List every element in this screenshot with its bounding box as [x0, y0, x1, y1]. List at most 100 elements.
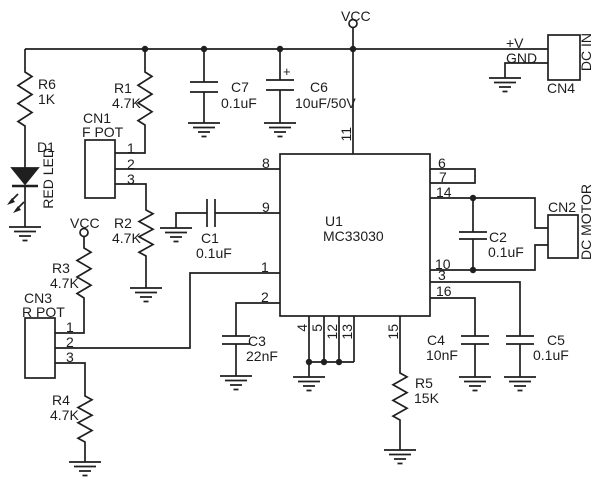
ic-pin6-label: 6: [438, 155, 446, 171]
ic-part: MC33030: [323, 228, 384, 244]
r1-value: 4.7K: [112, 95, 141, 111]
wire-ic-pin14-cn2: [430, 197, 548, 229]
d1-desc: RED LED: [40, 148, 56, 209]
resistor-r4: [55, 362, 94, 462]
ground-symbol: [488, 77, 522, 93]
r5-value: 15K: [414, 390, 439, 406]
connector-cn4-box: [547, 34, 581, 81]
ground-symbol: [68, 461, 102, 477]
ground-symbol: [8, 226, 42, 242]
cn4-ref: CN4: [547, 80, 576, 96]
led-d1-icon: [7, 167, 40, 227]
cn1-pin1-label: 1: [127, 140, 135, 156]
resistor-r1: [115, 49, 154, 154]
ground-symbol: [129, 287, 163, 303]
wire-cn4-gnd: [504, 62, 548, 78]
capacitor-c7-icon: [190, 49, 218, 123]
ic-pin2-label: 2: [261, 289, 269, 305]
wire-ic-pin10-cn2: [430, 244, 548, 271]
cn4-gnd-label: GND: [506, 50, 538, 66]
capacitor-c3-icon: [222, 335, 250, 376]
c1-value: 0.1uF: [196, 245, 232, 261]
vcc-label-left: VCC: [70, 215, 100, 231]
ic-pin12-label: 12: [324, 324, 340, 340]
capacitor-c2-icon: [459, 198, 487, 270]
c4-value: 10nF: [426, 347, 458, 363]
wire-ic-pin6-pin7: [430, 168, 476, 184]
r4-ref: R4: [52, 392, 70, 408]
wire-ic-pin16-c4: [430, 297, 476, 336]
cn3-pin1-label: 1: [66, 319, 74, 335]
ic-pin1-label: 1: [261, 259, 269, 275]
resistor-r3: [55, 236, 93, 334]
r5-ref: R5: [415, 375, 433, 391]
ic-pin13-label: 13: [339, 324, 355, 340]
ic-ref: U1: [325, 213, 343, 229]
cn3-ref: CN3: [24, 290, 53, 306]
cn2-ref: CN2: [548, 199, 577, 215]
ic-pin16-label: 16: [436, 283, 452, 299]
ic-pin3-label: 3: [438, 267, 446, 283]
cn1-ref: CN1: [83, 110, 112, 126]
r4-value: 4.7K: [50, 407, 79, 423]
r1-ref: R1: [114, 80, 132, 96]
c5-value: 0.1uF: [533, 347, 569, 363]
ground-symbol: [263, 122, 297, 138]
ic-pin8-label: 8: [262, 155, 270, 171]
connector-cn2-box: [547, 214, 579, 259]
ic-pin7-label: 7: [439, 169, 447, 185]
r6-ref: R6: [38, 76, 56, 92]
r3-value: 4.7K: [50, 275, 79, 291]
c2-value: 0.1uF: [488, 244, 524, 260]
cn4-label: DC IN: [578, 33, 594, 72]
ic-pin15-label: 15: [385, 324, 401, 340]
cn3-pin2-label: 2: [66, 334, 74, 350]
r3-ref: R3: [52, 260, 70, 276]
ic-pin4-label: 4: [294, 324, 310, 332]
c3-value: 22nF: [246, 348, 278, 364]
cn1-label: F POT: [82, 124, 124, 140]
wire-ic-bottom-gnd-bus: [308, 316, 355, 377]
cn2-label: DC MOTOR: [578, 184, 594, 260]
ground-symbol: [159, 227, 193, 243]
ic-u1-box: [279, 153, 431, 317]
c7-ref: C7: [231, 79, 249, 95]
c4-ref: C4: [427, 332, 445, 348]
wire-cn3-pin2-ic-pin1: [55, 272, 280, 349]
c5-ref: C5: [547, 332, 565, 348]
resistor-r5: [391, 316, 409, 450]
capacitor-c4-icon: [461, 335, 489, 377]
ground-symbol: [187, 122, 221, 138]
c7-value: 0.1uF: [221, 95, 257, 111]
r2-ref: R2: [114, 215, 132, 231]
d1-ref: D1: [37, 139, 55, 155]
capacitor-c6-icon: [266, 49, 294, 123]
connector-cn1-box: [84, 139, 116, 199]
ic-pin14-label: 14: [436, 184, 452, 200]
r2-value: 4.7K: [112, 230, 141, 246]
c6-polarity: +: [283, 64, 291, 79]
ground-symbol: [292, 376, 326, 392]
cn3-pin3-label: 3: [66, 349, 74, 365]
cn3-label: R POT: [22, 304, 65, 320]
c6-value: 10uF/50V: [295, 95, 356, 111]
resistor-r2: [115, 183, 155, 288]
ic-pin9-label: 9: [262, 199, 270, 215]
resistor-r6: [16, 49, 34, 168]
ic-pin10-label: 10: [435, 256, 451, 272]
c3-ref: C3: [248, 333, 266, 349]
ground-symbol: [383, 449, 417, 465]
wire-ic-pin2-c3: [235, 302, 280, 336]
cn4-plus-label: +V: [506, 35, 524, 51]
connector-cn3-box: [24, 317, 56, 379]
c6-ref: C6: [310, 79, 328, 95]
ic-pin11-label: 11: [338, 127, 354, 142]
c1-ref: C1: [201, 230, 219, 246]
capacitor-c5-icon: [506, 335, 534, 377]
capacitor-c1-icon: [175, 199, 280, 228]
r6-value: 1K: [38, 91, 56, 107]
ground-symbol: [503, 376, 537, 392]
junction-dots: [141, 45, 477, 366]
